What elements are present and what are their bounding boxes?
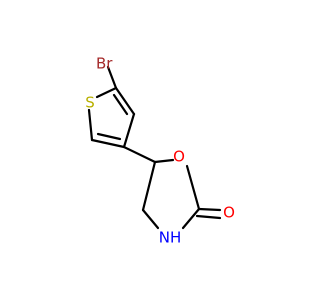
bond-c2-c3-inner <box>96 132 122 141</box>
bond-c4-c5-inner <box>112 93 129 116</box>
bond-c4-c5 <box>114 86 136 116</box>
bond-ccarbonyl-o-inner <box>195 214 222 220</box>
atom-labels: Br S O O NH <box>85 55 235 247</box>
atom-o-ring: O <box>173 148 185 166</box>
bonds <box>87 65 222 230</box>
atom-s: S <box>85 94 95 112</box>
bond-c5-s <box>95 86 118 99</box>
bond-c2-c3 <box>90 138 126 149</box>
bond-cring-oring <box>153 158 175 164</box>
bond-ccarbonyl-n <box>181 207 201 230</box>
bond-s-c2 <box>87 108 94 142</box>
bond-br-c5 <box>106 65 118 90</box>
bond-c3-c4 <box>122 112 136 149</box>
atom-br: Br <box>96 55 113 73</box>
bond-n-c4 <box>141 208 160 230</box>
bond-c4-cring <box>141 160 157 212</box>
bond-c3-cring <box>122 145 157 164</box>
bond-ccarbonyl-o <box>197 207 222 212</box>
molecule-structure-diagram: Br S O O NH <box>85 55 235 247</box>
atom-nh: NH <box>159 229 182 247</box>
bond-oring-ccarbonyl <box>185 164 201 211</box>
atom-o-carbonyl: O <box>223 204 235 222</box>
